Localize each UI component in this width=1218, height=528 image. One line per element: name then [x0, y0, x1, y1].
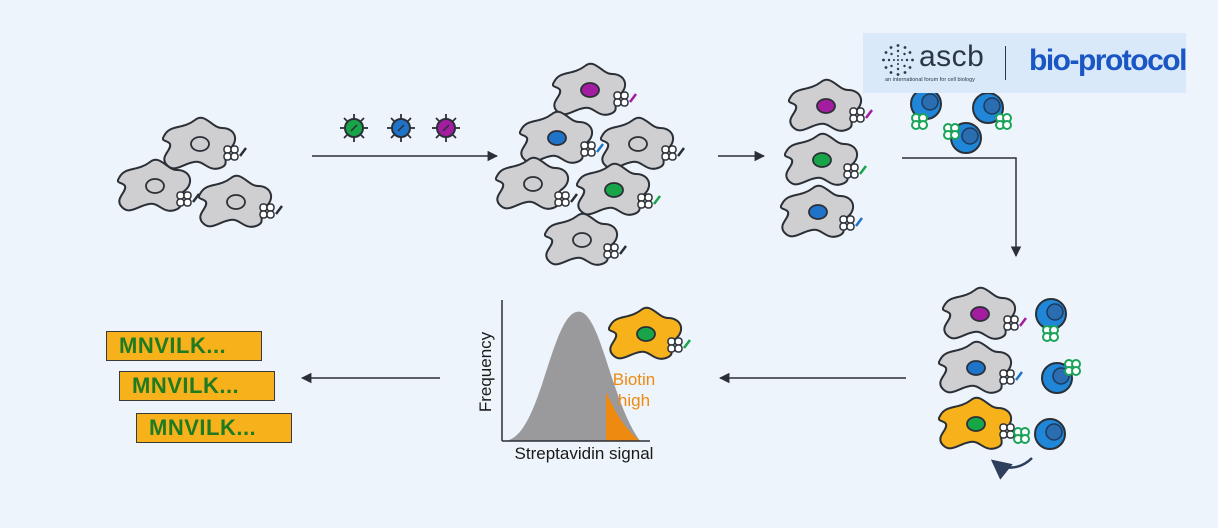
t-cell-icon [1035, 298, 1067, 342]
sequence-box: MNVILK... [119, 371, 275, 401]
y-axis-label: Frequency [476, 331, 495, 412]
sequence-box: MNVILK... [136, 413, 292, 443]
cell-icon [607, 306, 691, 360]
virus-icon [432, 114, 460, 142]
cell-icon [575, 162, 661, 216]
highlight-label-line2: high [618, 391, 650, 410]
cell-icon [197, 174, 283, 228]
x-axis-label: Streptavidin signal [515, 444, 654, 463]
cell-icon [494, 156, 578, 210]
virus-icon [340, 114, 368, 142]
ascb-logo-icon [882, 44, 914, 76]
ascb-tagline: an international forum for cell biology [885, 77, 975, 83]
t-cell-icon [1034, 418, 1066, 450]
distribution-chart: Frequency Streptavidin signal Biotin hig… [476, 300, 691, 463]
biotin-high-tail [606, 392, 640, 441]
virus-library [340, 114, 460, 142]
cell-icon [937, 340, 1023, 394]
t-cell-group [910, 88, 1012, 154]
cell-icon [937, 396, 1030, 450]
cell-icon [779, 184, 863, 238]
selected-cell-group [779, 78, 873, 238]
t-cell-icon [972, 92, 1012, 130]
sequence-box: MNVILK... [106, 331, 262, 361]
labeling-arrow [990, 457, 1033, 480]
cell-icon [783, 132, 867, 186]
ascb-logo-text: ascb [919, 40, 985, 73]
initial-cell-group [116, 116, 283, 228]
t-cell-icon [943, 122, 982, 154]
cell-icon [941, 286, 1027, 340]
logo-divider [1005, 46, 1006, 80]
cell-icon [787, 78, 873, 132]
t-cell-icon [910, 88, 942, 130]
logo-banner: ascb an international forum for cell bio… [863, 33, 1187, 93]
t-cell-icon [1041, 359, 1081, 394]
cell-icon [116, 158, 200, 212]
cell-icon [518, 110, 604, 164]
virus-icon [387, 114, 415, 142]
highlight-label-line1: Biotin [613, 370, 656, 389]
interaction-group [937, 286, 1081, 480]
cell-icon [599, 116, 685, 170]
arrow-down [902, 157, 1022, 258]
cell-icon [543, 212, 627, 266]
transduced-cell-group [494, 62, 685, 266]
cell-icon [551, 62, 637, 116]
bio-protocol-logo-text: bio-protocol [1029, 44, 1187, 77]
cell-icon [161, 116, 247, 170]
